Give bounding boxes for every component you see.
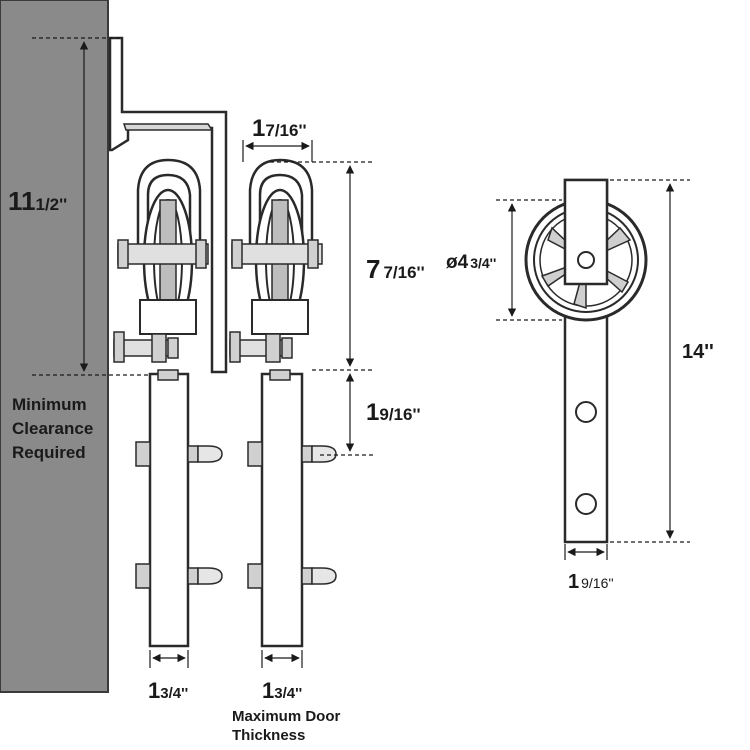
label-minimum-clearance: Minimum Clearance Required <box>12 395 98 462</box>
right-hanger <box>229 158 323 363</box>
left-axle-bolt <box>117 243 209 265</box>
dim-label-door-thickness-left: 13/4'' <box>148 678 188 703</box>
wall <box>0 0 109 693</box>
track-rail <box>122 123 214 131</box>
dim-label-track-width: 17/16'' <box>252 115 307 142</box>
label-maximum-door-thickness: Maximum Door Thickness <box>232 708 345 744</box>
front-view-hanger <box>524 178 648 544</box>
dim-label-height-total-side: 111/2'' <box>8 186 67 216</box>
track-bracket <box>108 36 228 374</box>
front-strap-hole-lower <box>575 493 597 515</box>
right-door-panel <box>260 372 304 648</box>
right-door-bolt-lower <box>247 563 337 589</box>
front-axle-hole <box>577 251 595 269</box>
left-door-panel <box>148 372 190 648</box>
left-hanger <box>113 158 209 363</box>
front-strap-hole-upper <box>575 401 597 423</box>
left-door-bolt-lower <box>135 563 223 589</box>
dim-label-strap-length: 14'' <box>682 341 714 363</box>
dim-label-bolt-offset: 19/16'' <box>366 399 421 426</box>
dim-label-door-thickness-right: 13/4'' <box>262 678 302 703</box>
left-door <box>135 369 223 648</box>
right-door-bolt-upper <box>247 441 337 467</box>
left-door-bolt-upper <box>135 441 223 467</box>
right-door <box>247 369 337 648</box>
